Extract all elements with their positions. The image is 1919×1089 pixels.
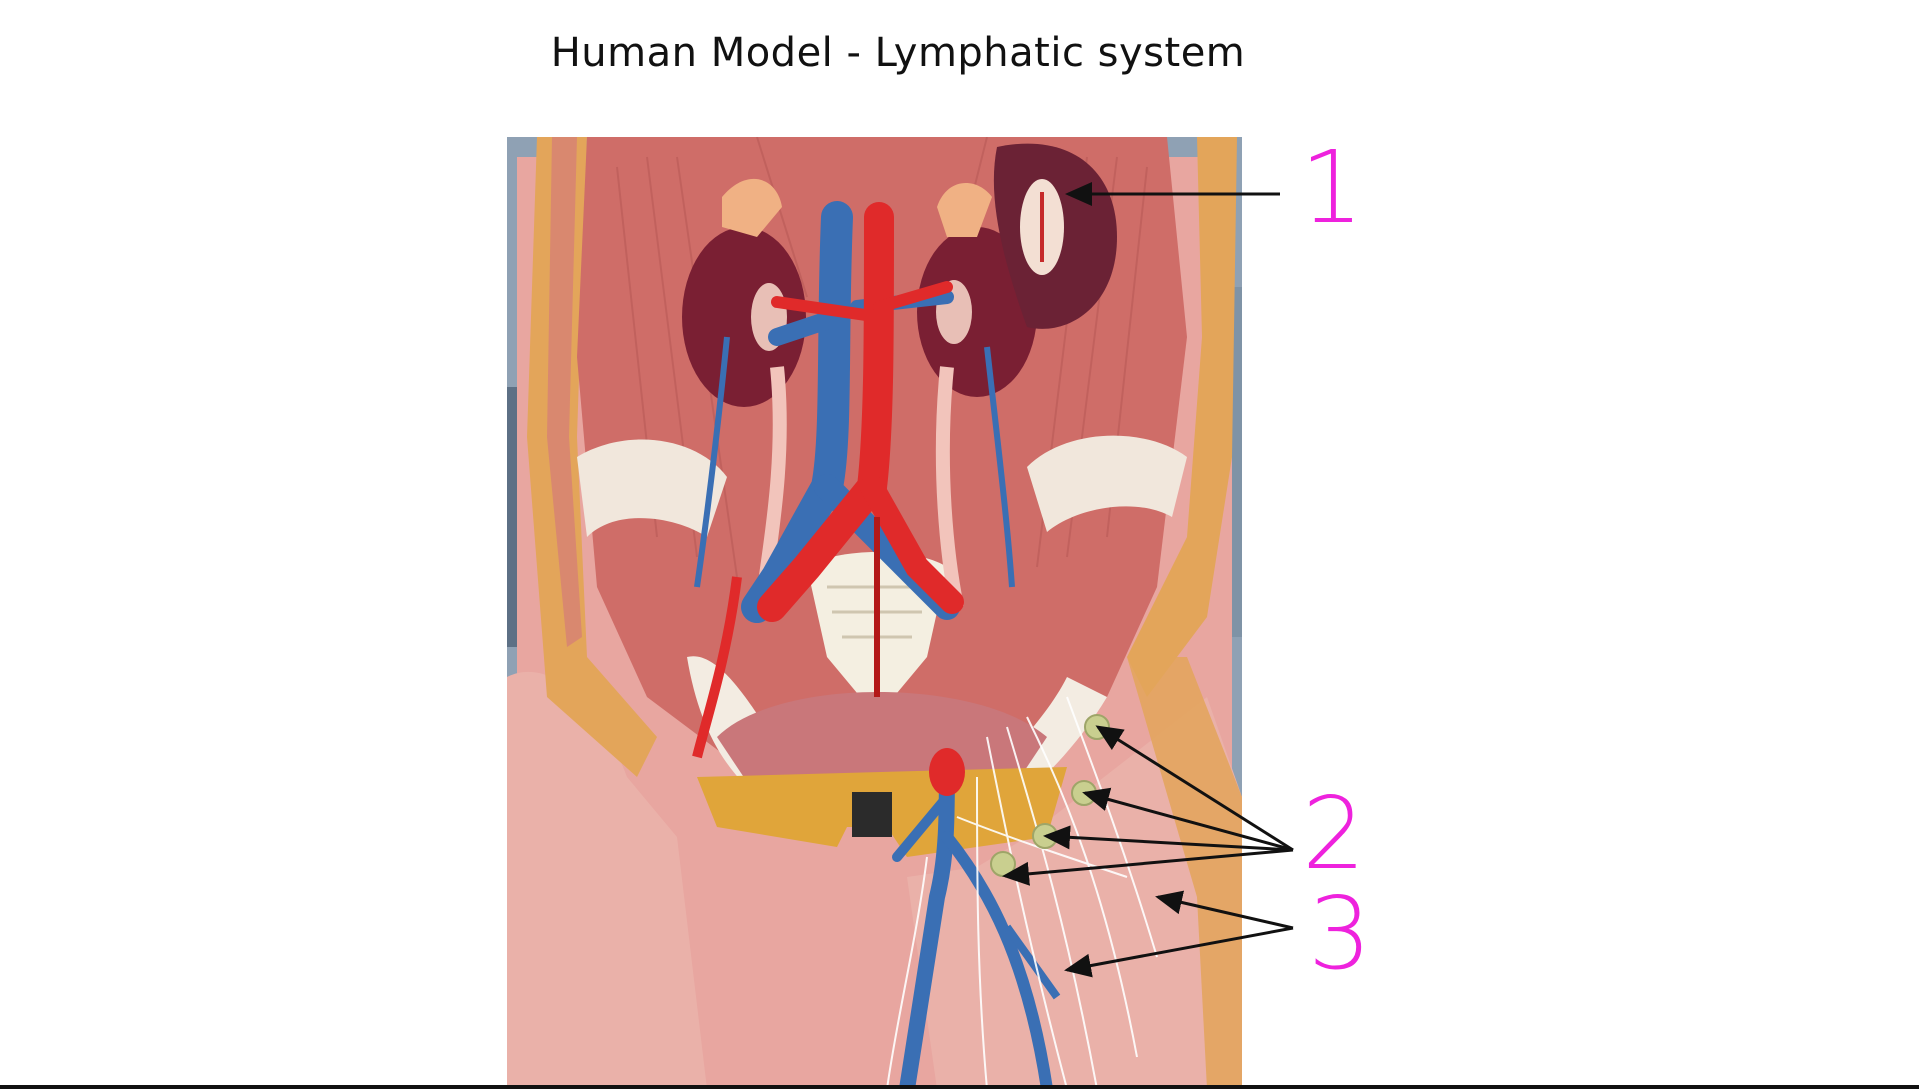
label-2: 2 — [1302, 775, 1366, 892]
slide-title: Human Model - Lymphatic system — [550, 30, 1246, 76]
label-1: 1 — [1300, 129, 1364, 246]
anatomy-model-photo — [507, 137, 1242, 1089]
bottom-border — [0, 1085, 1919, 1089]
label-3: 3 — [1308, 875, 1372, 992]
